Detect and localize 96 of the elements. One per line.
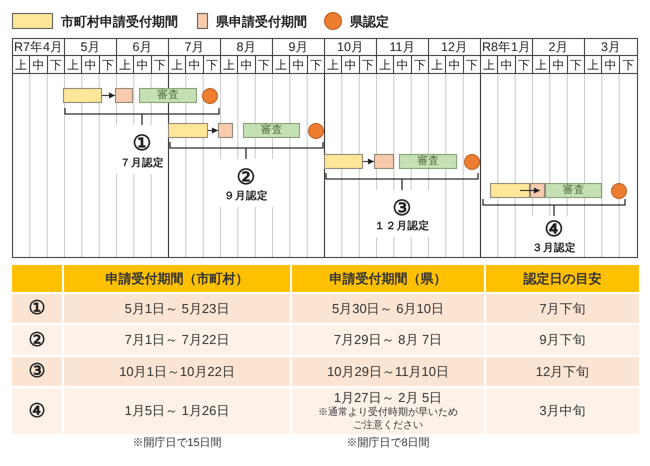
header-cell: 申請受付期間（市町村） [64,265,290,292]
period-header: 上 [377,56,394,73]
period-bar [218,123,233,138]
circled-number: ④ [544,219,564,240]
legend-label: 県認定 [350,14,389,28]
period-header: 上 [429,56,446,73]
month-header: 9月 [273,39,325,55]
review-bar: 審査 [243,123,300,138]
circled-number: ② [236,167,256,188]
month-header: 6月 [117,39,169,55]
month-header: 3月 [600,39,622,55]
header-cell: 認定日の目安 [486,265,639,292]
period-header: 下 [360,56,377,73]
period-header: 下 [308,56,325,73]
month-header: 11月 [377,39,429,55]
month-header: 12月 [429,39,481,55]
circled-number: ④ [28,402,46,420]
period-header: 上 [13,56,30,73]
review-bar: 審査 [399,154,457,169]
period-header: 上 [585,56,602,73]
circled-number: ① [132,133,152,154]
period-header: 中 [186,56,204,73]
period-header: 中 [394,56,412,73]
review-bar: 審査 [545,183,602,198]
certification-label: ７月認定 [120,158,164,168]
circled-number: ③ [28,362,46,381]
date-range: 1月5日～ 1月26日 [124,403,230,419]
period-header: 上 [65,56,82,73]
month-header: R8年1月 [481,39,533,55]
period-header: 下 [152,56,169,73]
period-header: 上 [325,56,342,73]
footnote: ※開庁日で8日間 [346,436,430,450]
period-bar [324,154,363,169]
period-header: 中 [602,56,620,73]
legend-label: 市町村申請受付期間 [61,14,178,28]
period-bar [115,88,133,103]
date-range: 10月1日～10月22日 [119,364,235,380]
target-date: 12月下旬 [536,364,590,380]
period-header: 上 [221,56,238,73]
month-header: 7月 [169,39,221,55]
date-range: 7月29日～ 8月 7日 [334,332,442,348]
date-range: 1月27日～ 2月 5日 [334,390,442,406]
period-header: 上 [481,56,498,73]
target-date: 3月中旬 [539,403,586,419]
footnote: ※開庁日で15日間 [132,436,222,450]
target-date: 7月下旬 [539,300,586,316]
date-range: 5月30日～ 6月10日 [332,300,444,316]
period-header: 上 [273,56,290,73]
period-header: 下 [48,56,65,73]
circled-number: ① [28,299,46,318]
period-header: 中 [446,56,464,73]
circled-number: ② [28,330,46,350]
period-bar [374,154,394,169]
period-header: 上 [169,56,186,73]
month-header: R7年4月 [13,39,65,55]
month-header: 8月 [221,39,273,55]
arrow [520,188,540,194]
date-range: 5月1日～ 5月23日 [124,300,230,316]
arrow [102,92,116,98]
arrow [362,158,374,164]
period-header: 中 [342,56,360,73]
circled-number: ③ [392,198,412,219]
period-header: 下 [568,56,585,73]
month-header: 5月 [65,39,117,55]
date-range: 10月29日～11月10日 [327,364,449,380]
period-header: 中 [134,56,152,73]
arrow [208,128,218,134]
header-cell: 申請受付期間（県） [292,265,484,292]
period-header: 下 [412,56,429,73]
period-header: 下 [464,56,481,73]
date-range: 7月1日～ 7月22日 [124,332,230,348]
period-bar [63,88,102,103]
target-date: 9月下旬 [539,332,586,348]
month-header: 10月 [325,39,377,55]
period-bar [168,123,208,138]
period-header: 下 [516,56,533,73]
period-header: 下 [100,56,117,73]
review-bar: 審査 [139,88,197,103]
certification-label: ３月認定 [532,243,576,254]
period-header: 上 [533,56,550,73]
note: ※通常より受付時期が早いためご注意ください [317,406,459,432]
period-header: 下 [204,56,221,73]
certification-label: １２月認定 [374,221,430,232]
certification-label: ９月認定 [224,191,268,202]
period-header: 上 [117,56,134,73]
period-header: 中 [82,56,100,73]
period-header: 中 [30,56,48,73]
period-bar [490,183,530,198]
period-header: 下 [256,56,273,73]
month-header: 2月 [533,39,585,55]
legend-label: 県申請受付期間 [216,14,307,28]
period-header: 下 [621,56,636,73]
period-header: 中 [238,56,256,73]
period-header: 中 [290,56,308,73]
period-header: 中 [550,56,568,73]
period-header: 中 [498,56,516,73]
